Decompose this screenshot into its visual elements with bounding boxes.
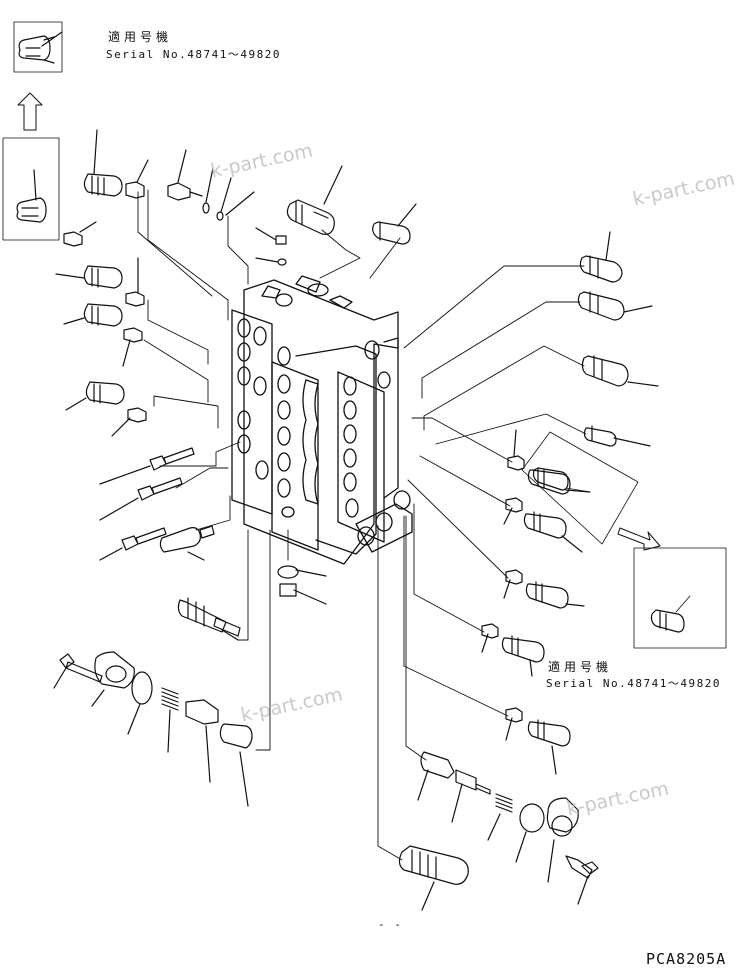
applicable-note-right: 適用号機 bbox=[548, 660, 613, 674]
right-caps bbox=[481, 429, 727, 775]
serial-note-right: Serial No.48741〜49820 bbox=[546, 677, 721, 690]
up-arrow bbox=[17, 92, 43, 131]
valve-body bbox=[231, 275, 413, 565]
left-plugs bbox=[55, 129, 255, 561]
serial-variant-part-top bbox=[13, 21, 63, 73]
bottom-left-parts bbox=[53, 565, 327, 807]
top-right-parts bbox=[255, 165, 659, 447]
original-part-frame bbox=[2, 137, 60, 241]
footer-marks: - - bbox=[378, 918, 403, 931]
assembly-lines bbox=[137, 189, 587, 861]
applicable-note-top: 適用号機 bbox=[108, 30, 173, 44]
bottom-right-parts bbox=[398, 751, 599, 911]
drawing-code: PCA8205A bbox=[646, 950, 727, 968]
serial-note-top: Serial No.48741〜49820 bbox=[106, 48, 281, 61]
